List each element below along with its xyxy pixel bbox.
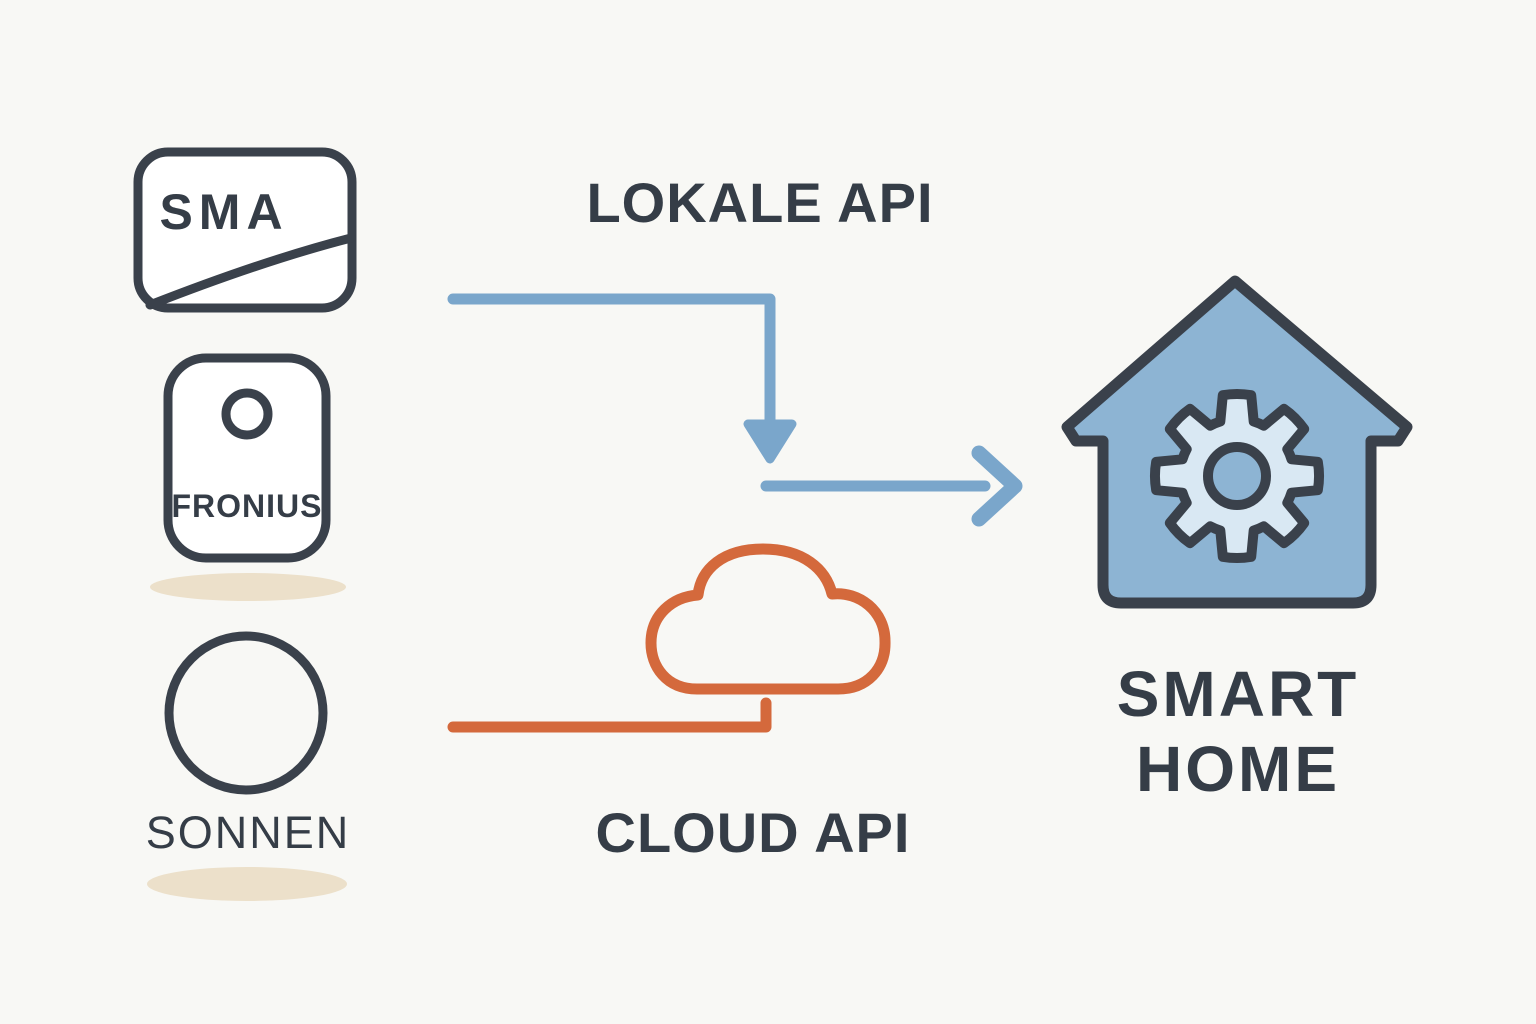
lokale-api-arrowhead-right-icon [971,445,1023,527]
lokale-api-elbow-line [447,293,776,426]
sma-device: SMA [133,147,357,313]
sma-box [133,147,357,313]
sonnen-label: SONNEN [146,807,351,858]
smart-home-label-line2: HOME [1136,733,1340,805]
sonnen-device: SONNEN [146,631,351,858]
fronius-box [163,353,331,563]
cloud-icon [645,543,891,695]
cloud-api-elbow-line [447,697,772,733]
cloud-api-label: CLOUD API [596,801,911,864]
gear-hub-circle [1203,442,1271,510]
fronius-label: FRONIUS [172,488,323,524]
lokale-api-label: LOKALE API [586,171,933,234]
fronius-device: FRONIUS [163,353,331,563]
cloud-api-connector [447,543,891,733]
sma-label: SMA [159,184,288,240]
lokale-api-arrow [447,293,1023,527]
fronius-led-circle [221,388,273,440]
lokale-api-arrowhead-down-icon [743,419,797,464]
smart-home-label-line1: SMART [1117,658,1360,730]
sma-swoosh-line [145,233,356,310]
sonnen-circle [164,631,328,795]
smart-home-icon [1061,275,1413,609]
fronius-shadow [150,573,346,601]
sonnen-shadow [147,867,347,901]
gear-icon [1149,388,1325,564]
